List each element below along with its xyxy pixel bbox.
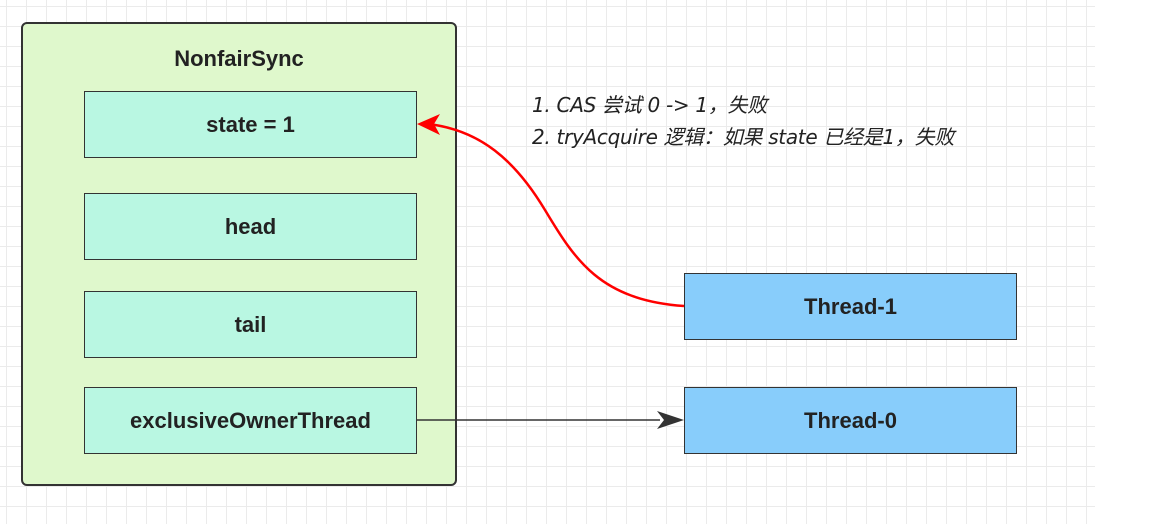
field-tail: tail <box>84 291 417 358</box>
cas-fail-arrow <box>427 122 685 308</box>
annotation-line-2: 2. tryAcquire 逻辑：如果 state 已经是1，失败 <box>532 125 955 149</box>
field-head: head <box>84 193 417 260</box>
annotation-line-1: 1. CAS 尝试 0 -> 1，失败 <box>532 93 767 117</box>
field-exclusive-owner-thread: exclusiveOwnerThread <box>84 387 417 454</box>
thread-0-box: Thread-0 <box>684 387 1017 454</box>
thread-1-box: Thread-1 <box>684 273 1017 340</box>
cas-fail-arrowhead <box>417 114 440 135</box>
container-title: NonfairSync <box>174 46 304 71</box>
annotation-note: 1. CAS 尝试 0 -> 1，失败 2. tryAcquire 逻辑：如果 … <box>532 89 954 153</box>
field-state: state = 1 <box>84 91 417 158</box>
owner-arrowhead <box>657 411 684 429</box>
